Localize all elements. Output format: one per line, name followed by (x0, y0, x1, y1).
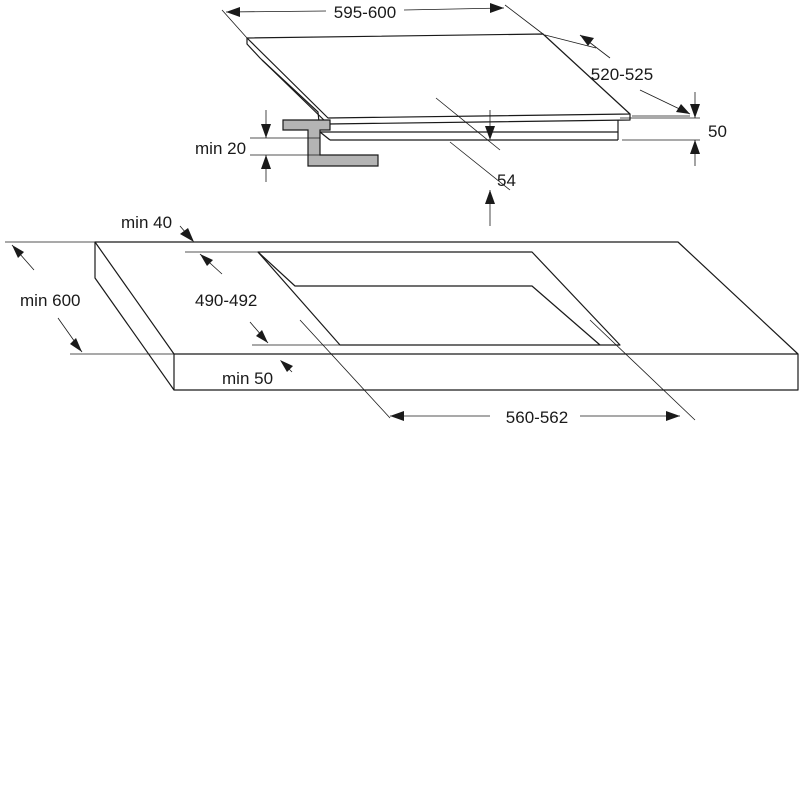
worktop-front-face (173, 354, 799, 391)
worktop (94, 241, 799, 391)
dim-clip-clearance: min 20 (195, 110, 320, 182)
dim-front-distance: min 40 (121, 213, 194, 242)
dim-hob-width: 595-600 (221, 3, 544, 39)
hob-depth-label: 520-525 (591, 65, 653, 84)
cutout-depth-label: 490-492 (195, 291, 257, 310)
hob-glass-top (246, 33, 631, 119)
dim-hob-depth: 520-525 (544, 34, 691, 117)
hob-width-label: 595-600 (334, 3, 396, 22)
hob-height-label: 50 (708, 122, 727, 141)
front-distance-label: min 40 (121, 213, 172, 232)
worktop-depth-label: min 600 (20, 291, 80, 310)
hob-body-side (246, 38, 631, 125)
cutout-edge (257, 251, 621, 346)
dim-worktop-depth: min 600 (5, 241, 174, 355)
below-depth-label: 54 (497, 171, 516, 190)
dim-below-depth: 54 (435, 97, 516, 226)
rear-distance-label: min 50 (222, 369, 273, 388)
cutout-width-label: 560-562 (506, 408, 568, 427)
dim-rear-distance: min 50 (222, 360, 293, 388)
cutout-inner-edge (257, 251, 601, 346)
dim-hob-height: 50 (620, 92, 727, 166)
mounting-bracket (282, 119, 379, 167)
clip-clearance-label: min 20 (195, 139, 246, 158)
dim-cutout-depth: 490-492 (185, 251, 340, 346)
worktop-cutout (257, 251, 621, 346)
dim-cutout-width: 560-562 (299, 319, 696, 427)
hob-body-corner (319, 131, 331, 141)
worktop-side-face (94, 242, 175, 391)
